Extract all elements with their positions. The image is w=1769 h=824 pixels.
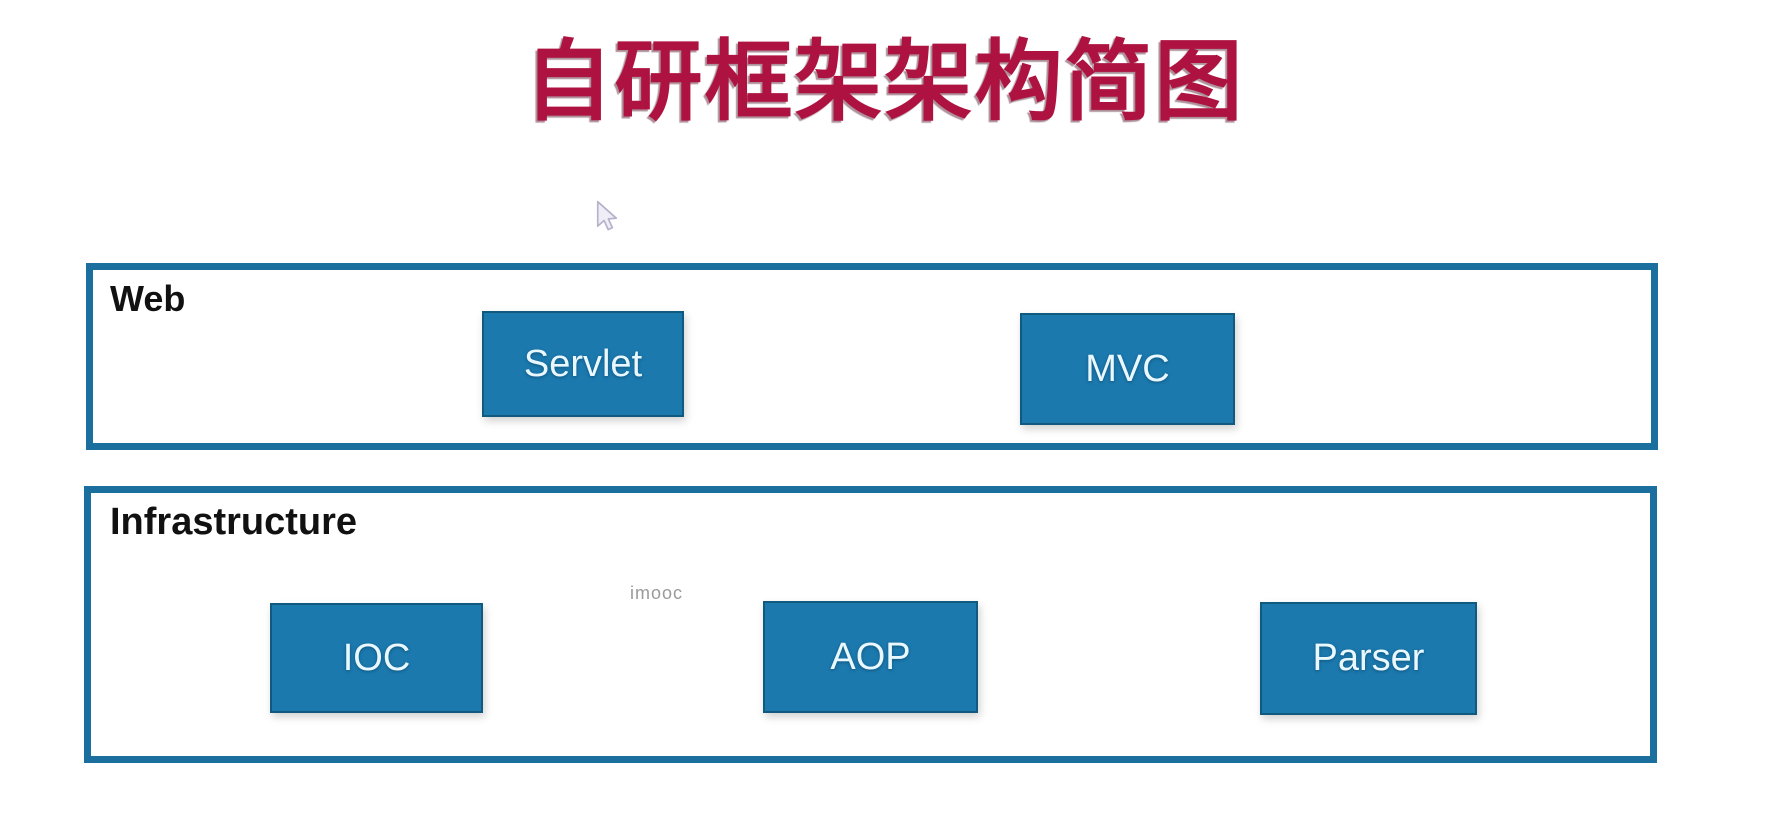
module-ioc-label: IOC (342, 636, 411, 679)
module-mvc-label: MVC (1085, 347, 1170, 390)
infrastructure-layer-container: Infrastructure imooc IOC AOP Parser (84, 486, 1657, 763)
module-servlet: Servlet (482, 311, 684, 417)
web-layer-label: Web (110, 278, 186, 319)
module-mvc: MVC (1020, 313, 1235, 425)
module-servlet-label: Servlet (523, 342, 643, 385)
imooc-watermark: imooc (630, 583, 684, 603)
mouse-cursor-icon (594, 200, 620, 237)
web-layer-container: Web Servlet MVC (86, 263, 1658, 450)
module-aop-label: AOP (830, 635, 911, 678)
infrastructure-layer-label: Infrastructure (110, 501, 358, 543)
diagram-title: 自研框架架构简图 (524, 32, 1245, 131)
module-parser-label: Parser (1312, 637, 1425, 679)
module-aop: AOP (763, 601, 978, 713)
module-ioc: IOC (270, 603, 483, 713)
module-parser: Parser (1260, 602, 1477, 715)
